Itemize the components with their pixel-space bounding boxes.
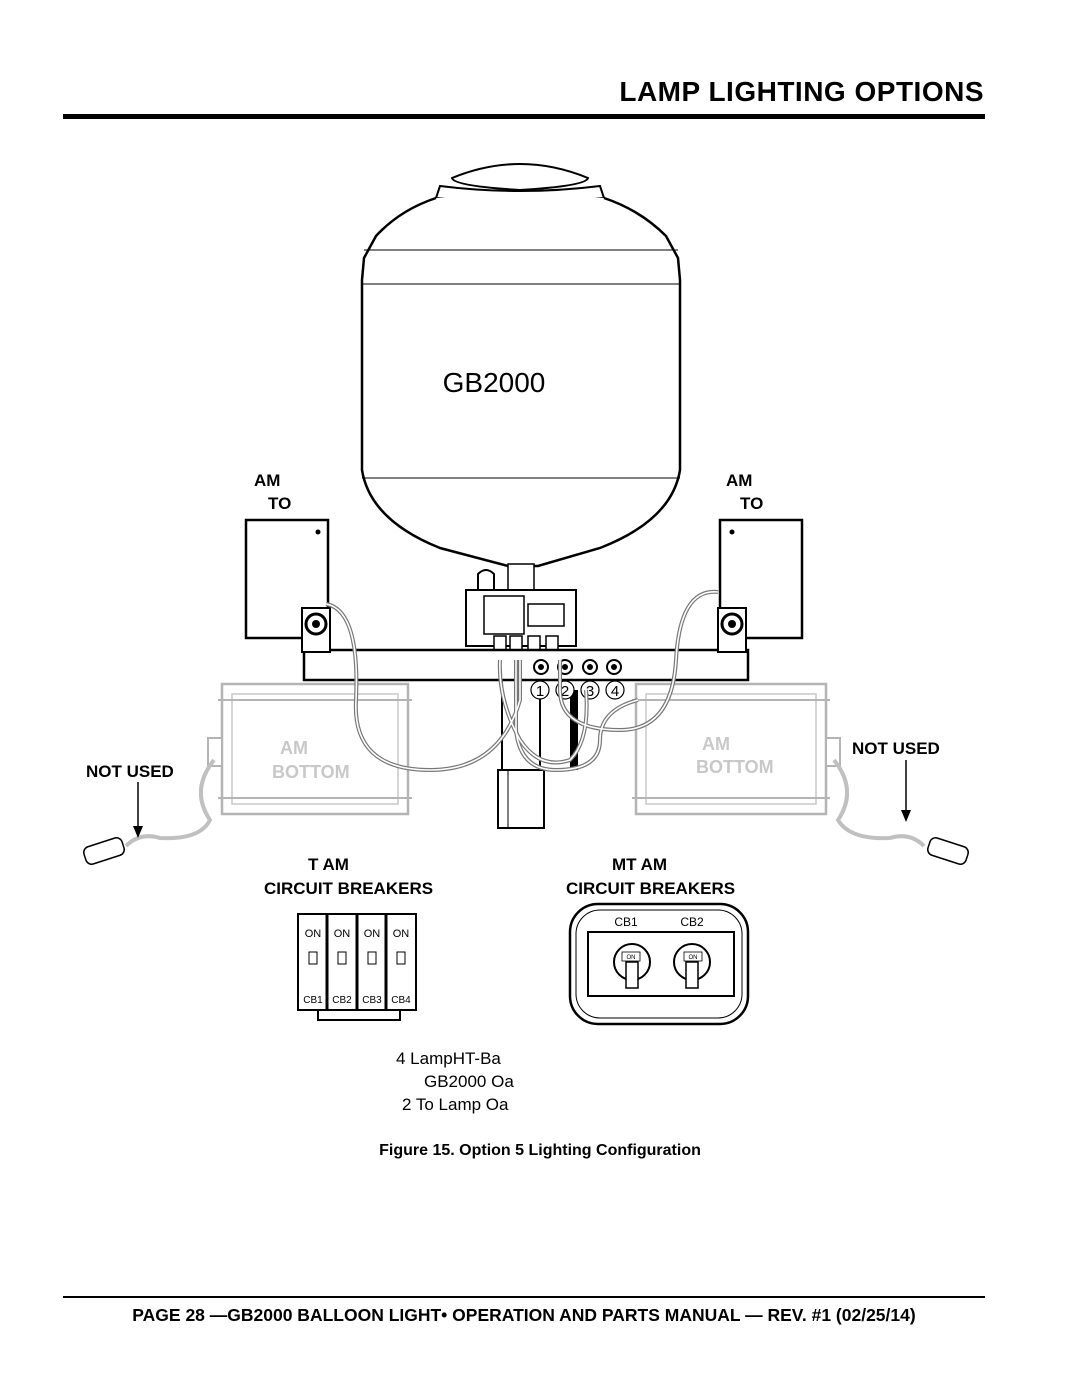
footer-rule bbox=[63, 1296, 985, 1298]
page-title: LAMP LIGHTING OPTIONS bbox=[619, 76, 984, 107]
lower-right-line2: BOTTOM bbox=[696, 757, 774, 777]
lower-right-lamp bbox=[632, 682, 841, 816]
upper-right-line2: TO bbox=[740, 494, 763, 513]
lower-left-line2: BOTTOM bbox=[272, 762, 350, 782]
not-used-left: NOT USED bbox=[86, 762, 174, 781]
header-rule bbox=[63, 114, 985, 119]
right-cb1-label: CB1 bbox=[614, 915, 638, 929]
left-cb4-label: CB4 bbox=[391, 995, 411, 1006]
upper-left-lamp bbox=[244, 518, 331, 653]
balloon-label: GB2000 bbox=[443, 367, 546, 398]
plug-right bbox=[927, 837, 969, 865]
upper-right-line1: AM bbox=[726, 471, 752, 490]
right-cb2-state: ON bbox=[689, 955, 698, 961]
left-cb2-state: ON bbox=[334, 928, 351, 940]
right-cb2-label: CB2 bbox=[680, 915, 704, 929]
upper-right-lamp bbox=[717, 518, 804, 653]
receptacle-2: 2 bbox=[561, 683, 569, 700]
left-cb1-label: CB1 bbox=[303, 995, 323, 1006]
note-line-3: 2 To Lamp Oa bbox=[402, 1095, 509, 1114]
left-breaker-panel: T AM CIRCUIT BREAKERS ON ON ON ON CB1 CB… bbox=[264, 855, 433, 1021]
right-breakers-title2: CIRCUIT BREAKERS bbox=[566, 879, 735, 898]
not-used-right: NOT USED bbox=[852, 739, 940, 758]
left-cb3-state: ON bbox=[364, 928, 381, 940]
left-breakers-title1: T AM bbox=[308, 855, 349, 874]
receptacle-4: 4 bbox=[611, 683, 619, 700]
note-line-1: 4 LampHT-Ba bbox=[396, 1049, 501, 1068]
left-cb1-state: ON bbox=[305, 928, 322, 940]
right-breakers-title1: MT AM bbox=[612, 855, 667, 874]
page-footer: PAGE 28 —GB2000 BALLOON LIGHT• OPERATION… bbox=[132, 1305, 916, 1325]
unused-cables bbox=[124, 758, 926, 848]
note-line-2: GB2000 Oa bbox=[424, 1072, 514, 1091]
notes: 4 LampHT-Ba GB2000 Oa 2 To Lamp Oa bbox=[396, 1049, 514, 1114]
right-cb1-state: ON bbox=[627, 955, 636, 961]
plug-left bbox=[83, 837, 125, 865]
left-cb3-label: CB3 bbox=[362, 995, 382, 1006]
crossbar bbox=[302, 648, 750, 682]
lower-left-lamp bbox=[207, 682, 412, 816]
lower-left-line1: AM bbox=[280, 738, 308, 758]
receptacle-3: 3 bbox=[586, 683, 594, 700]
upper-left-line1: AM bbox=[254, 471, 280, 490]
mast-assembly bbox=[465, 563, 578, 829]
figure-caption: Figure 15. Option 5 Lighting Configurati… bbox=[379, 1142, 701, 1159]
balloon: GB2000 bbox=[360, 163, 682, 568]
left-cb4-state: ON bbox=[393, 928, 410, 940]
right-breaker-panel: MT AM CIRCUIT BREAKERS CB1 CB2 ON ON bbox=[566, 855, 750, 1026]
lower-right-line1: AM bbox=[702, 734, 730, 754]
left-cb2-label: CB2 bbox=[332, 995, 352, 1006]
upper-left-line2: TO bbox=[268, 494, 291, 513]
left-breakers-title2: CIRCUIT BREAKERS bbox=[264, 879, 433, 898]
receptacle-1: 1 bbox=[536, 683, 544, 700]
